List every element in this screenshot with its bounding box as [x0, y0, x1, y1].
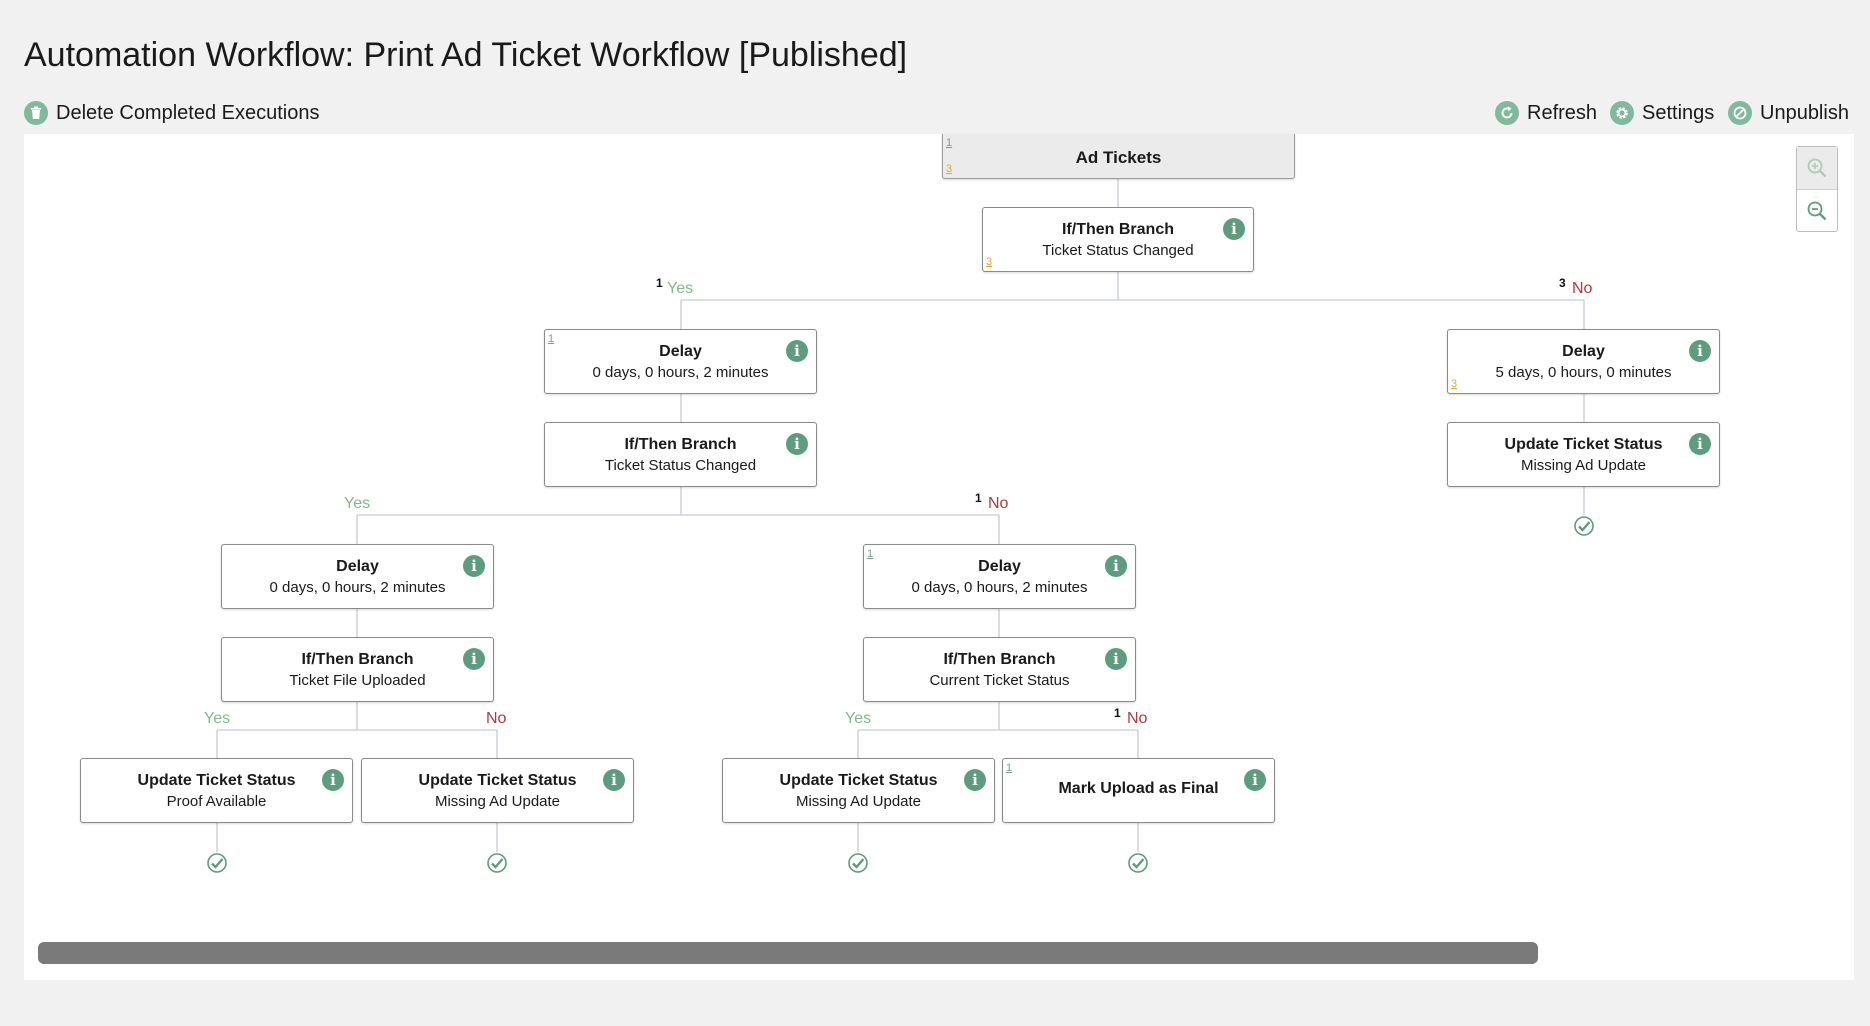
delete-completed-executions-label: Delete Completed Executions [56, 101, 320, 124]
trash-icon [24, 101, 48, 125]
no-branch-count: 1 [975, 491, 982, 505]
node-subtitle: 0 days, 0 hours, 2 minutes [911, 579, 1088, 596]
node-subtitle: Proof Available [166, 793, 267, 810]
node-title: If/Then Branch [1061, 221, 1174, 238]
info-icon[interactable]: i [786, 433, 808, 455]
horizontal-scrollbar[interactable] [38, 942, 1538, 964]
update-ticket-status-node[interactable]: Update Ticket Status Missing Ad Update i [722, 758, 995, 823]
connector-lines [216, 179, 1585, 852]
page-title: Automation Workflow: Print Ad Ticket Wor… [24, 36, 908, 74]
count-green[interactable]: 1 [548, 333, 555, 345]
info-icon[interactable]: i [463, 555, 485, 577]
node-title: Ad Tickets [1075, 148, 1162, 167]
no-branch-count: 1 [1114, 706, 1121, 720]
if-then-branch-current-ticket-status[interactable]: If/Then Branch Current Ticket Status i [863, 637, 1136, 702]
zoom-in-icon [1807, 158, 1827, 178]
no-branch-label: No [1127, 710, 1148, 727]
delay-node[interactable]: Delay 0 days, 0 hours, 2 minutes i [221, 544, 494, 609]
refresh-button[interactable]: Refresh [1495, 101, 1597, 125]
delete-completed-executions-button[interactable]: Delete Completed Executions [24, 101, 319, 125]
info-icon[interactable]: i [1244, 769, 1266, 791]
node-title: Delay [659, 343, 702, 360]
yes-branch-label: Yes [204, 710, 231, 727]
update-ticket-status-node[interactable]: Update Ticket Status Missing Ad Update i [361, 758, 634, 823]
check-circle-icon [1128, 853, 1148, 873]
node-subtitle: Missing Ad Update [1520, 457, 1647, 474]
node-subtitle: Missing Ad Update [795, 793, 922, 810]
info-icon[interactable]: i [463, 648, 485, 670]
node-title: Delay [978, 558, 1021, 575]
info-icon[interactable]: i [1689, 433, 1711, 455]
no-branch-count: 3 [1559, 276, 1566, 290]
node-subtitle: 0 days, 0 hours, 2 minutes [269, 579, 446, 596]
zoom-out-button[interactable] [1797, 190, 1837, 232]
check-circle-icon [207, 853, 227, 873]
node-title: If/Then Branch [943, 651, 1056, 668]
trigger-ad-tickets[interactable]: 1 3 Ad Tickets [942, 134, 1295, 179]
delay-node[interactable]: 1 Delay 0 days, 0 hours, 2 minutes i [544, 329, 817, 394]
info-icon[interactable]: i [322, 769, 344, 791]
count-orange[interactable]: 3 [986, 256, 993, 268]
count-orange[interactable]: 3 [1451, 378, 1458, 390]
node-title: If/Then Branch [301, 651, 414, 668]
zoom-out-icon [1807, 201, 1827, 221]
node-subtitle: 0 days, 0 hours, 2 minutes [592, 364, 769, 381]
unpublish-button[interactable]: Unpublish [1728, 101, 1849, 125]
node-subtitle: Ticket Status Changed [604, 457, 757, 474]
check-circle-icon [848, 853, 868, 873]
node-title: If/Then Branch [624, 436, 737, 453]
yes-branch-label: Yes [344, 495, 371, 512]
refresh-label: Refresh [1527, 101, 1598, 124]
yes-branch-label: Yes [667, 280, 694, 297]
update-ticket-status-node[interactable]: Update Ticket Status Proof Available i [80, 758, 353, 823]
workflow-canvas[interactable]: 1 3 Ad Tickets 3 If/Then Branch Ticket S… [24, 134, 1854, 980]
node-subtitle: 5 days, 0 hours, 0 minutes [1495, 364, 1672, 381]
node-title: Mark Upload as Final [1058, 780, 1219, 797]
node-title: Update Ticket Status [1504, 436, 1663, 453]
node-subtitle: Ticket Status Changed [1042, 242, 1194, 259]
info-icon[interactable]: i [964, 769, 986, 791]
zoom-in-button[interactable] [1797, 147, 1837, 190]
no-branch-label: No [1572, 280, 1593, 297]
if-then-branch-ticket-status-changed[interactable]: 3 If/Then Branch Ticket Status Changed i [982, 207, 1254, 272]
yes-branch-label: Yes [845, 710, 872, 727]
unpublish-label: Unpublish [1760, 101, 1849, 124]
settings-label: Settings [1642, 101, 1715, 124]
gear-icon [1610, 101, 1634, 125]
if-then-branch-ticket-status-changed[interactable]: If/Then Branch Ticket Status Changed i [544, 422, 817, 487]
unpublish-icon [1728, 101, 1752, 125]
node-title: Update Ticket Status [137, 772, 296, 789]
check-circle-icon [487, 853, 507, 873]
node-subtitle: Ticket File Uploaded [289, 672, 426, 689]
settings-button[interactable]: Settings [1610, 101, 1714, 125]
node-title: Delay [336, 558, 379, 575]
no-branch-label: No [486, 710, 507, 727]
yes-branch-count: 1 [656, 276, 663, 290]
node-title: Update Ticket Status [418, 772, 577, 789]
info-icon[interactable]: i [603, 769, 625, 791]
mark-upload-as-final-node[interactable]: 1 Mark Upload as Final i [1002, 758, 1275, 823]
check-circle-icon [1574, 516, 1594, 536]
node-title: Delay [1562, 343, 1605, 360]
node-subtitle: Current Ticket Status [929, 672, 1070, 689]
refresh-icon [1495, 101, 1519, 125]
update-ticket-status-node[interactable]: Update Ticket Status Missing Ad Update i [1447, 422, 1720, 487]
count-green[interactable]: 1 [946, 137, 953, 149]
if-then-branch-ticket-file-uploaded[interactable]: If/Then Branch Ticket File Uploaded i [221, 637, 494, 702]
count-green[interactable]: 1 [867, 548, 874, 560]
count-orange[interactable]: 3 [946, 163, 953, 175]
info-icon[interactable]: i [1105, 648, 1127, 670]
node-subtitle: Missing Ad Update [434, 793, 561, 810]
info-icon[interactable]: i [1105, 555, 1127, 577]
zoom-controls [1796, 146, 1838, 232]
delay-node[interactable]: 1 Delay 0 days, 0 hours, 2 minutes i [863, 544, 1136, 609]
delay-node[interactable]: 3 Delay 5 days, 0 hours, 0 minutes i [1447, 329, 1720, 394]
info-icon[interactable]: i [786, 340, 808, 362]
info-icon[interactable]: i [1689, 340, 1711, 362]
node-title: Update Ticket Status [779, 772, 938, 789]
info-icon[interactable]: i [1223, 218, 1245, 240]
count-green[interactable]: 1 [1006, 762, 1013, 774]
no-branch-label: No [988, 495, 1009, 512]
